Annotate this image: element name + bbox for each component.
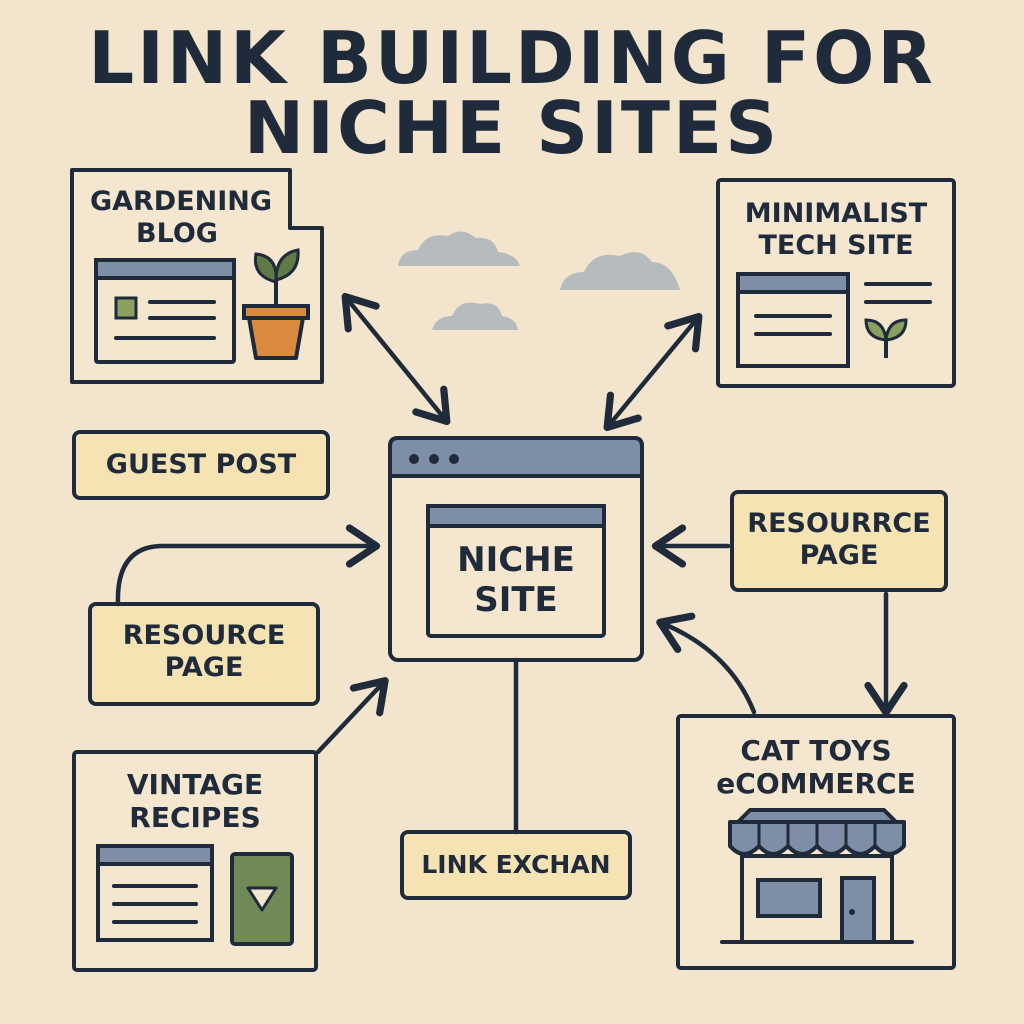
cat-toys-line2: eCOMMERCE [716,767,916,801]
title-line-1: LINK BUILDING FOR [88,16,936,100]
cloud-icon [560,252,680,290]
minimalist-tech-card [716,178,956,388]
title-line-2: NICHE SITES [243,86,781,170]
cat-toys-card [676,714,956,970]
guest-post-label: GUEST POST [105,449,297,480]
gardening-blog-line2: BLOG [136,217,218,249]
browser-window-icon [94,258,236,364]
minimalist-tech-label: MINIMALIST TECH SITE [718,198,954,262]
resource-page-left-label: RESOURCE PAGE [90,620,318,684]
cat-toys-line1: CAT TOYS [740,734,892,767]
resource-page-right-box [730,490,948,592]
plant-pot-icon [242,248,310,360]
resource-page-left-line1: RESOURCE [122,620,286,651]
niche-site-line2: SITE [474,580,558,621]
storefront-icon [720,808,914,944]
link-exchange-label: LINK EXCHAN [421,850,611,879]
niche-site-label: NICHE SITE [428,540,604,620]
cat-toys-label: CAT TOYS eCOMMERCE [678,734,954,800]
arrow-icon [341,292,451,426]
niche-site-window [388,436,644,662]
recipe-card-icon [230,852,294,946]
minimalist-tech-line1: MINIMALIST [744,198,928,229]
resource-page-right-label: RESOURRCE PAGE [732,508,946,572]
niche-site-line1: NICHE [457,540,575,580]
arrow-icon [315,677,389,755]
resource-page-left-line2: PAGE [164,651,244,683]
vintage-recipes-card [72,750,318,972]
arrow-icon [115,524,381,607]
arrow-icon [603,312,703,432]
guest-post-box [72,430,330,500]
resource-page-right-line2: PAGE [799,539,879,571]
resource-page-left-box [88,602,320,706]
sprout-icon [864,318,908,358]
arrow-icon [656,612,757,715]
gardening-blog-label: GARDENING BLOG [72,186,290,250]
resource-page-right-line1: RESOURRCE [747,508,931,539]
browser-window-icon [736,272,850,368]
cloud-icon [432,302,518,330]
gardening-blog-line1: GARDENING [89,186,273,217]
gardening-blog-card [70,168,324,384]
minimalist-tech-line2: TECH SITE [758,229,914,261]
vintage-recipes-label: VINTAGE RECIPES [74,768,316,834]
vintage-recipes-line1: VINTAGE [126,768,264,801]
cloud-icon [398,231,520,266]
browser-window-icon [96,844,214,942]
vintage-recipes-line2: RECIPES [129,801,261,835]
